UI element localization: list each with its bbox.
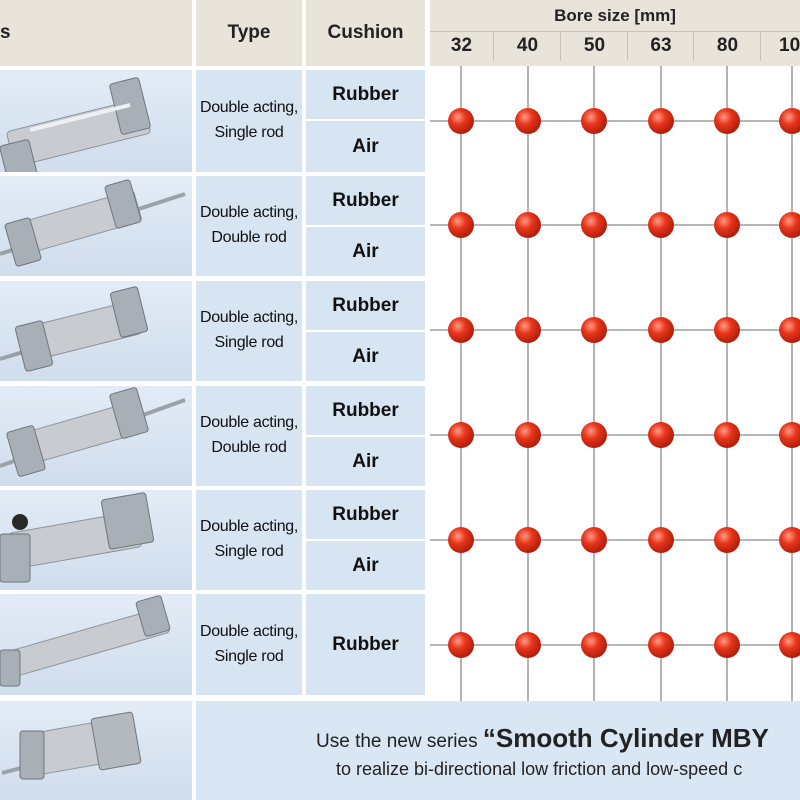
banner-prefix: Use the new series	[316, 731, 483, 752]
availability-dot	[515, 632, 541, 658]
availability-dot	[581, 422, 607, 448]
type-cell-2: Double acting, Double rod	[196, 176, 302, 276]
availability-dot	[515, 422, 541, 448]
cushion-header-label: Cushion	[327, 22, 404, 43]
type-cell-1: Double acting, Single rod	[196, 70, 302, 172]
availability-dot	[581, 317, 607, 343]
availability-dot	[581, 108, 607, 134]
availability-dot	[779, 632, 800, 658]
cushion-cell: Air	[306, 437, 425, 486]
series-header: s	[0, 0, 192, 66]
availability-dot	[581, 632, 607, 658]
availability-dot	[648, 108, 674, 134]
bore-size-40: 40	[493, 31, 561, 61]
cushion-cell: Air	[306, 541, 425, 590]
availability-dot	[448, 212, 474, 238]
availability-dot	[448, 527, 474, 553]
bore-size-80: 80	[693, 31, 761, 61]
bore-size-100: 10	[760, 31, 800, 61]
cushion-cell: Rubber	[306, 70, 425, 119]
type-text: Double acting, Single rod	[199, 518, 299, 560]
type-cell-3: Double acting, Single rod	[196, 281, 302, 381]
cylinder-image-2	[0, 176, 192, 276]
availability-dot	[714, 422, 740, 448]
bore-size-63: 63	[627, 31, 694, 61]
type-text: Double acting, Single rod	[199, 622, 299, 665]
availability-dot	[648, 422, 674, 448]
availability-grid	[430, 66, 800, 701]
type-cell-5: Double acting, Single rod	[196, 490, 302, 590]
new-series-banner: Use the new series “Smooth Cylinder MBY …	[196, 701, 800, 800]
series-header-label: s	[0, 22, 11, 43]
new-series-cylinder-image	[0, 701, 192, 800]
availability-dot	[581, 212, 607, 238]
bore-size-title: Bore size [mm]	[554, 5, 676, 25]
availability-dot	[448, 317, 474, 343]
cylinder-image-6	[0, 594, 192, 695]
banner-line-2: to realize bi-directional low friction a…	[336, 759, 743, 779]
availability-dot	[648, 317, 674, 343]
cushion-cell: Air	[306, 332, 425, 381]
availability-dot	[714, 527, 740, 553]
availability-grid-svg	[430, 66, 800, 701]
availability-dot	[779, 317, 800, 343]
availability-dot	[714, 212, 740, 238]
type-text: Double acting, Single rod	[199, 99, 299, 141]
cushion-cell: Rubber	[306, 176, 425, 225]
availability-dot	[581, 527, 607, 553]
banner-series-name: “Smooth Cylinder MBY	[482, 723, 769, 753]
banner-line-1: Use the new series “Smooth Cylinder MBY	[316, 723, 769, 754]
type-header-label: Type	[227, 22, 271, 43]
type-header: Type	[196, 0, 302, 66]
type-text: Double acting, Single rod	[199, 309, 299, 351]
availability-dot	[515, 108, 541, 134]
cylinder-image-3	[0, 281, 192, 381]
cushion-cell: Rubber	[306, 594, 425, 695]
availability-dot	[515, 527, 541, 553]
cushion-cell: Rubber	[306, 386, 425, 435]
type-text: Double acting, Double rod	[199, 204, 299, 246]
cylinder-image-1	[0, 70, 192, 172]
availability-dot	[714, 108, 740, 134]
availability-dot	[779, 212, 800, 238]
availability-dot	[448, 632, 474, 658]
cylinder-image-4	[0, 386, 192, 486]
availability-dot	[648, 212, 674, 238]
availability-dot	[714, 632, 740, 658]
availability-dot	[779, 108, 800, 134]
type-cell-4: Double acting, Double rod	[196, 386, 302, 486]
cushion-cell: Air	[306, 227, 425, 276]
cushion-cell: Rubber	[306, 490, 425, 539]
availability-dot	[779, 527, 800, 553]
bore-size-50: 50	[560, 31, 628, 61]
availability-dot	[648, 527, 674, 553]
bore-size-header: Bore size [mm] 32 40 50 63 80 10	[430, 0, 800, 66]
cushion-cell: Air	[306, 121, 425, 172]
type-text: Double acting, Double rod	[199, 414, 299, 456]
availability-dot	[714, 317, 740, 343]
availability-dot	[648, 632, 674, 658]
bore-size-32: 32	[450, 35, 473, 56]
type-cell-6: Double acting, Single rod	[196, 594, 302, 695]
availability-dot	[448, 422, 474, 448]
cushion-header: Cushion	[306, 0, 425, 66]
cylinder-image-5	[0, 490, 192, 590]
availability-dot	[515, 212, 541, 238]
availability-dot	[779, 422, 800, 448]
cushion-cell: Rubber	[306, 281, 425, 330]
availability-dot	[515, 317, 541, 343]
availability-dot	[448, 108, 474, 134]
